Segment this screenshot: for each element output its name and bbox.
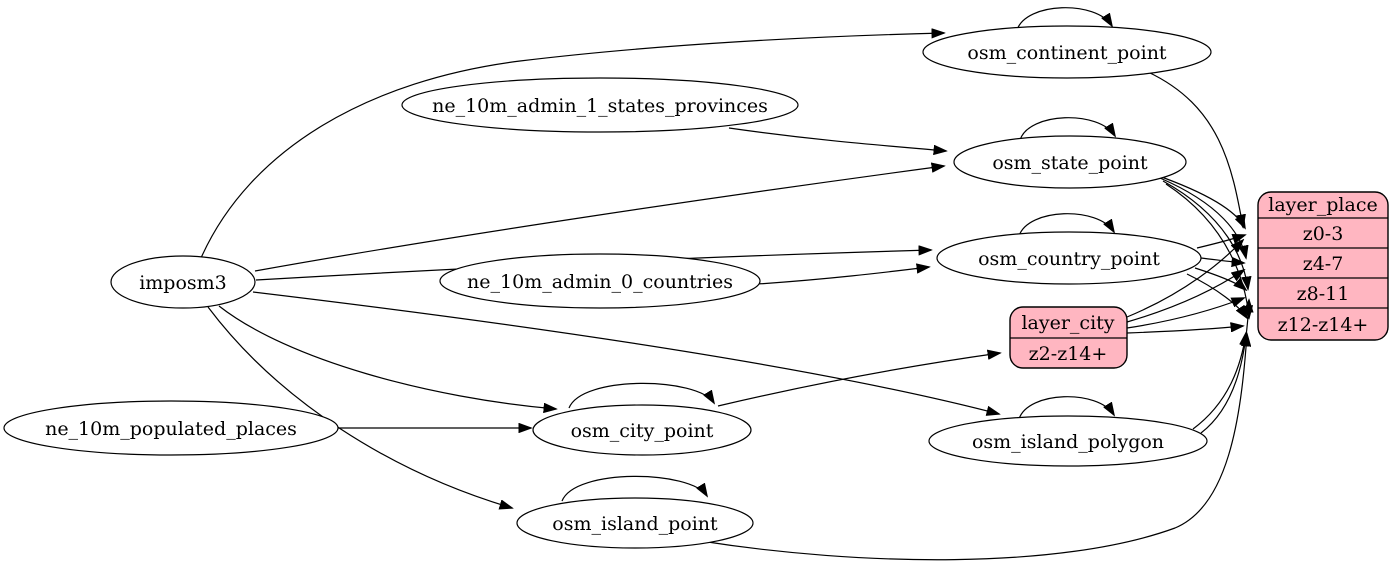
node-osm_island_polygon: osm_island_polygon [928, 415, 1208, 467]
osm_country_point-label: osm_country_point [978, 248, 1160, 270]
selfloop-osm_country_point [1018, 213, 1114, 237]
osm_country_point-ellipse [936, 231, 1202, 285]
edge-osm_state_point-layer_place_z4 [1159, 177, 1246, 258]
edge-ne_10m_admin_1_states_provinces-osm_state_point [728, 127, 946, 151]
edge-osm_continent_point-layer_place_z0 [1147, 71, 1243, 227]
layer_place-row-z12: z12-z14+ [1278, 314, 1369, 336]
edges [200, 7, 1249, 561]
edge-imposm3-osm_continent_point [200, 33, 944, 259]
ne_10m_admin_1_states_provinces-ellipse [401, 77, 799, 133]
layer_city-title: layer_city [1021, 312, 1114, 334]
node-ne_10m_populated_places: ne_10m_populated_places [3, 400, 339, 456]
ne_10m_admin_0_countries-ellipse [439, 253, 761, 309]
edge-osm_country_point-layer_place_z12 [1186, 273, 1247, 318]
node-osm_city_point: osm_city_point [532, 404, 752, 456]
osm_continent_point-ellipse [922, 25, 1212, 79]
layer_place-row-z0: z0-3 [1303, 223, 1344, 245]
selfloop-osm_city_point [568, 382, 714, 409]
selfloop-osm_island_polygon [1018, 396, 1114, 420]
ne_10m_admin_0_countries-label: ne_10m_admin_0_countries [467, 271, 733, 293]
edge-osm_city_point-layer_city_z2 [717, 353, 1000, 407]
node-osm_island_point: osm_island_point [516, 497, 754, 549]
layer_place-row-z8: z8-11 [1297, 283, 1350, 305]
edge-layer_city-layer_place_z4 [1126, 270, 1244, 323]
edge-imposm3-osm_state_point [254, 166, 944, 272]
edge-ne_10m_admin_0_countries-osm_country_point [757, 267, 929, 285]
selfloop-osm_island_point [561, 475, 707, 502]
osm_city_point-ellipse [532, 404, 752, 456]
osm_state_point-ellipse [953, 135, 1187, 189]
layer_city-row-z2: z2-z14+ [1029, 343, 1108, 365]
edge-imposm3-osm_island_point [207, 306, 512, 508]
imposm3-label: imposm3 [139, 272, 227, 294]
node-ne_10m_admin_1_states_provinces: ne_10m_admin_1_states_provinces [401, 77, 799, 133]
selfloop-osm_state_point [1019, 117, 1115, 141]
node-osm_country_point: osm_country_point [936, 231, 1202, 285]
record-layer_city: layer_city z2-z14+ [1009, 306, 1128, 369]
node-ne_10m_admin_0_countries: ne_10m_admin_0_countries [439, 253, 761, 309]
osm_island_polygon-label: osm_island_polygon [972, 431, 1164, 453]
osm_island_polygon-ellipse [928, 415, 1208, 467]
node-imposm3: imposm3 [110, 255, 256, 309]
selfloop-osm_continent_point [1016, 7, 1112, 31]
ne_10m_populated_places-ellipse [3, 400, 339, 456]
edge-osm_state_point-layer_place_z0 [1155, 174, 1245, 228]
record-layer_place: layer_place z0-3 z4-7 z8-11 z12-z14+ [1257, 191, 1389, 341]
osm_island_point-label: osm_island_point [552, 513, 718, 535]
edge-osm_island_point-layer_place_z12 [700, 334, 1247, 561]
edge-osm_country_point-layer_place_z0 [1196, 235, 1245, 249]
layer_place-row-z4: z4-7 [1303, 253, 1344, 275]
osm_state_point-label: osm_state_point [992, 152, 1148, 174]
osm_city_point-label: osm_city_point [571, 420, 714, 442]
edge-layer_city-layer_place_z0 [1126, 240, 1243, 318]
osm_continent_point-label: osm_continent_point [967, 42, 1167, 64]
layer_place-box [1257, 191, 1389, 341]
node-osm_continent_point: osm_continent_point [922, 25, 1212, 79]
edge-imposm3-osm_island_polygon [252, 291, 999, 414]
edge-imposm3-osm_city_point [218, 305, 556, 409]
ne_10m_populated_places-label: ne_10m_populated_places [45, 418, 297, 440]
imposm3-ellipse [110, 255, 256, 309]
edge-layer_city-layer_place_z8 [1126, 298, 1244, 329]
ne_10m_admin_1_states_provinces-label: ne_10m_admin_1_states_provinces [432, 95, 768, 117]
layer_place-title: layer_place [1268, 194, 1377, 216]
osm_island_point-ellipse [516, 497, 754, 549]
node-osm_state_point: osm_state_point [953, 135, 1187, 189]
edge-layer_city-layer_place_z12 [1126, 326, 1243, 334]
edge-osm_island_polygon-layer_place_z8 [1200, 300, 1249, 434]
